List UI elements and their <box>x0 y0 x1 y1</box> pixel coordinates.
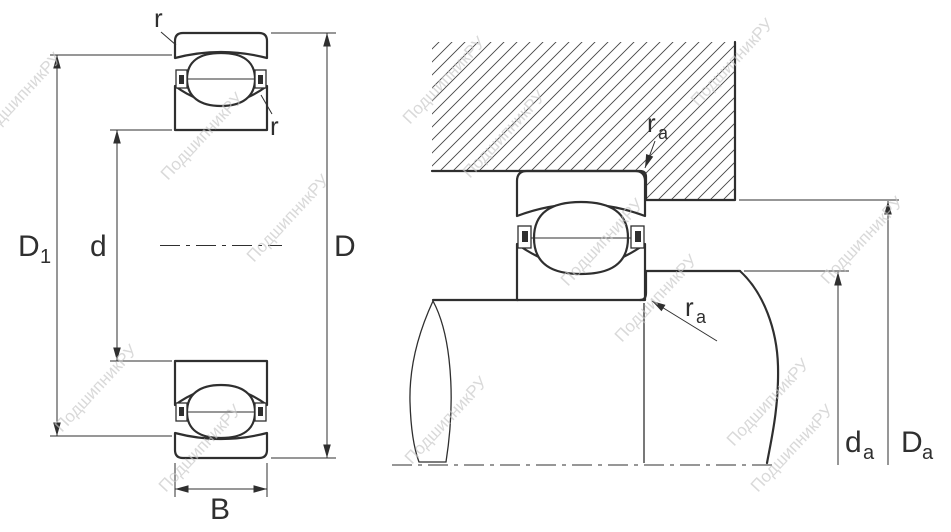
dim-label-d: d <box>90 230 107 263</box>
cage-pin-top-right <box>258 75 263 84</box>
watermark-text: ПодшипникРУ <box>401 373 491 468</box>
dim-label-D1-main: D <box>18 230 40 263</box>
dimension-d: d <box>90 129 172 362</box>
ra-housing-main: r <box>647 108 656 138</box>
ra-shaft-sub: a <box>696 307 707 327</box>
watermark-text: ПодшипникРУ <box>51 341 141 436</box>
fillet-label-ra-housing: r a <box>644 108 669 169</box>
mounted-cage-pin-left <box>522 231 528 242</box>
cage-pin-bottom-right <box>258 407 263 416</box>
shaft-shoulder-break-section <box>409 299 452 463</box>
right-view-mounting-arrangement: r a r a d a D a <box>392 40 934 466</box>
cage-pin-top-left <box>179 75 184 84</box>
dim-label-Da-sub: a <box>922 442 934 464</box>
dim-label-D1-sub: 1 <box>40 246 51 268</box>
left-view-bearing-cross-section: D 1 d D B r r <box>18 3 356 526</box>
cage-pin-bottom-left <box>179 407 184 416</box>
fillet-label-ra-shaft: r a <box>651 292 718 342</box>
dimension-D1: D 1 <box>18 54 172 437</box>
dim-label-D: D <box>334 230 356 263</box>
radius-label-r-outer: r <box>154 3 177 46</box>
dim-label-da-main: d <box>845 426 862 459</box>
ra-housing-sub: a <box>658 123 669 143</box>
r-outer-label: r <box>154 3 163 33</box>
dimension-da: d a <box>744 270 875 465</box>
watermark-text: ПодшипникРУ <box>817 193 907 288</box>
dim-label-da-sub: a <box>863 442 875 464</box>
dimension-D: D <box>271 32 356 459</box>
mounted-cage-pin-right <box>635 231 641 242</box>
ra-shaft-main: r <box>685 292 694 322</box>
shaft-shoulder-outline <box>638 269 742 302</box>
r-inner-label: r <box>270 111 279 141</box>
housing-section <box>432 42 735 200</box>
dimension-B: B <box>174 463 268 526</box>
dim-label-Da-main: D <box>901 426 923 459</box>
shaft-break-curve <box>738 269 780 465</box>
watermark-text: ПодшипникРУ <box>0 49 65 144</box>
dim-label-B: B <box>210 493 230 526</box>
dimension-Da: D a <box>739 199 934 465</box>
watermark-text: ПодшипникРУ <box>243 171 333 266</box>
radius-label-r-inner: r <box>260 94 279 141</box>
